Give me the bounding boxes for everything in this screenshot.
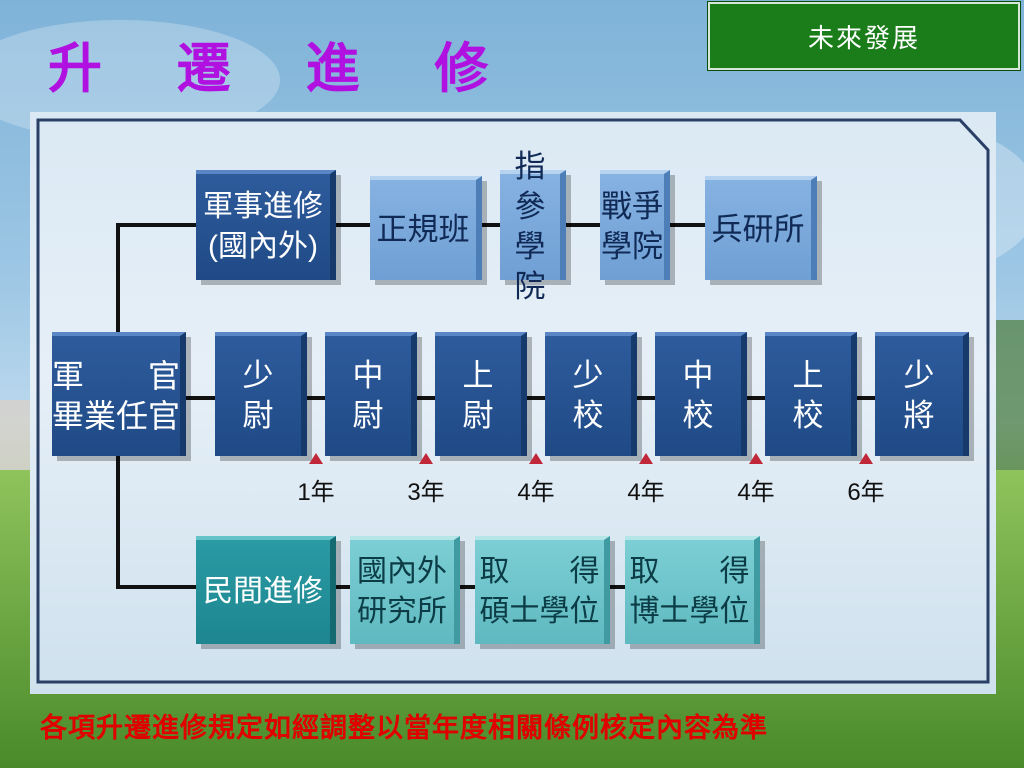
- civil-study-box: 民間進修: [196, 536, 336, 644]
- rank-first-lieutenant: 中 尉: [325, 332, 417, 456]
- military-path-4-line1: 兵研所: [711, 212, 805, 247]
- year-label-1: 1年: [297, 479, 335, 506]
- year-marker-6: [859, 453, 873, 464]
- rank-major-general: 少 將: [875, 332, 969, 456]
- year-marker-2: [419, 453, 433, 464]
- page-title: 升 遷 進 修: [48, 36, 517, 100]
- civil-path-2-line1: 取 得: [479, 555, 600, 588]
- military-path-3-line1: 戰爭: [601, 189, 663, 224]
- root-box-officer: 軍 官 畢業任官: [52, 332, 186, 456]
- military-path-4: 兵研所: [705, 176, 817, 280]
- civil-path-2: 取 得 碩士學位: [475, 536, 610, 644]
- civil-path-1-line1: 國內外: [357, 555, 447, 588]
- year-marker-1: [309, 453, 323, 464]
- footer-note: 各項升遷進修規定如經調整以當年度相關條例核定內容為準: [40, 713, 768, 744]
- year-label-6: 6年: [847, 479, 885, 506]
- root-line2: 畢業任官: [52, 398, 181, 434]
- year-label-3: 4年: [517, 479, 555, 506]
- connector-lines: [36, 118, 990, 684]
- career-diagram: 軍 官 畢業任官 軍事進修 (國內外) 正規班 指參 學院 戰爭 學院 兵研所 …: [30, 112, 996, 694]
- military-study-line2: (國內外): [208, 230, 318, 263]
- rank-captain: 上 尉: [435, 332, 527, 456]
- rank-lieutenant-colonel: 中 校: [655, 332, 747, 456]
- civil-path-1: 國內外 研究所: [350, 536, 460, 644]
- military-path-3: 戰爭 學院: [600, 170, 670, 280]
- year-label-2: 3年: [407, 479, 445, 506]
- year-label-4: 4年: [627, 479, 665, 506]
- military-path-2-line2: 學院: [514, 229, 546, 304]
- military-path-1-line1: 正規班: [376, 212, 470, 247]
- year-marker-3: [529, 453, 543, 464]
- section-tag: 未來發展: [707, 1, 1021, 71]
- root-line1: 軍 官: [52, 358, 181, 394]
- military-path-1: 正規班: [370, 176, 482, 280]
- rank-colonel: 上 校: [765, 332, 857, 456]
- civil-path-2-line2: 碩士學位: [479, 595, 600, 628]
- military-study-line1: 軍事進修: [203, 190, 323, 223]
- rank-second-lieutenant: 少 尉: [215, 332, 307, 456]
- military-path-3-line2: 學院: [601, 229, 663, 264]
- rank-major: 少 校: [545, 332, 637, 456]
- civil-path-3: 取 得 博士學位: [625, 536, 760, 644]
- year-label-5: 4年: [737, 479, 775, 506]
- military-study-box: 軍事進修 (國內外): [196, 170, 336, 280]
- civil-path-3-line1: 取 得: [629, 555, 750, 588]
- civil-path-3-line2: 博士學位: [629, 595, 750, 628]
- year-marker-5: [749, 453, 763, 464]
- civil-path-1-line2: 研究所: [357, 595, 447, 628]
- year-marker-4: [639, 453, 653, 464]
- military-path-2: 指參 學院: [500, 149, 566, 304]
- military-path-2-line1: 指參: [514, 149, 546, 224]
